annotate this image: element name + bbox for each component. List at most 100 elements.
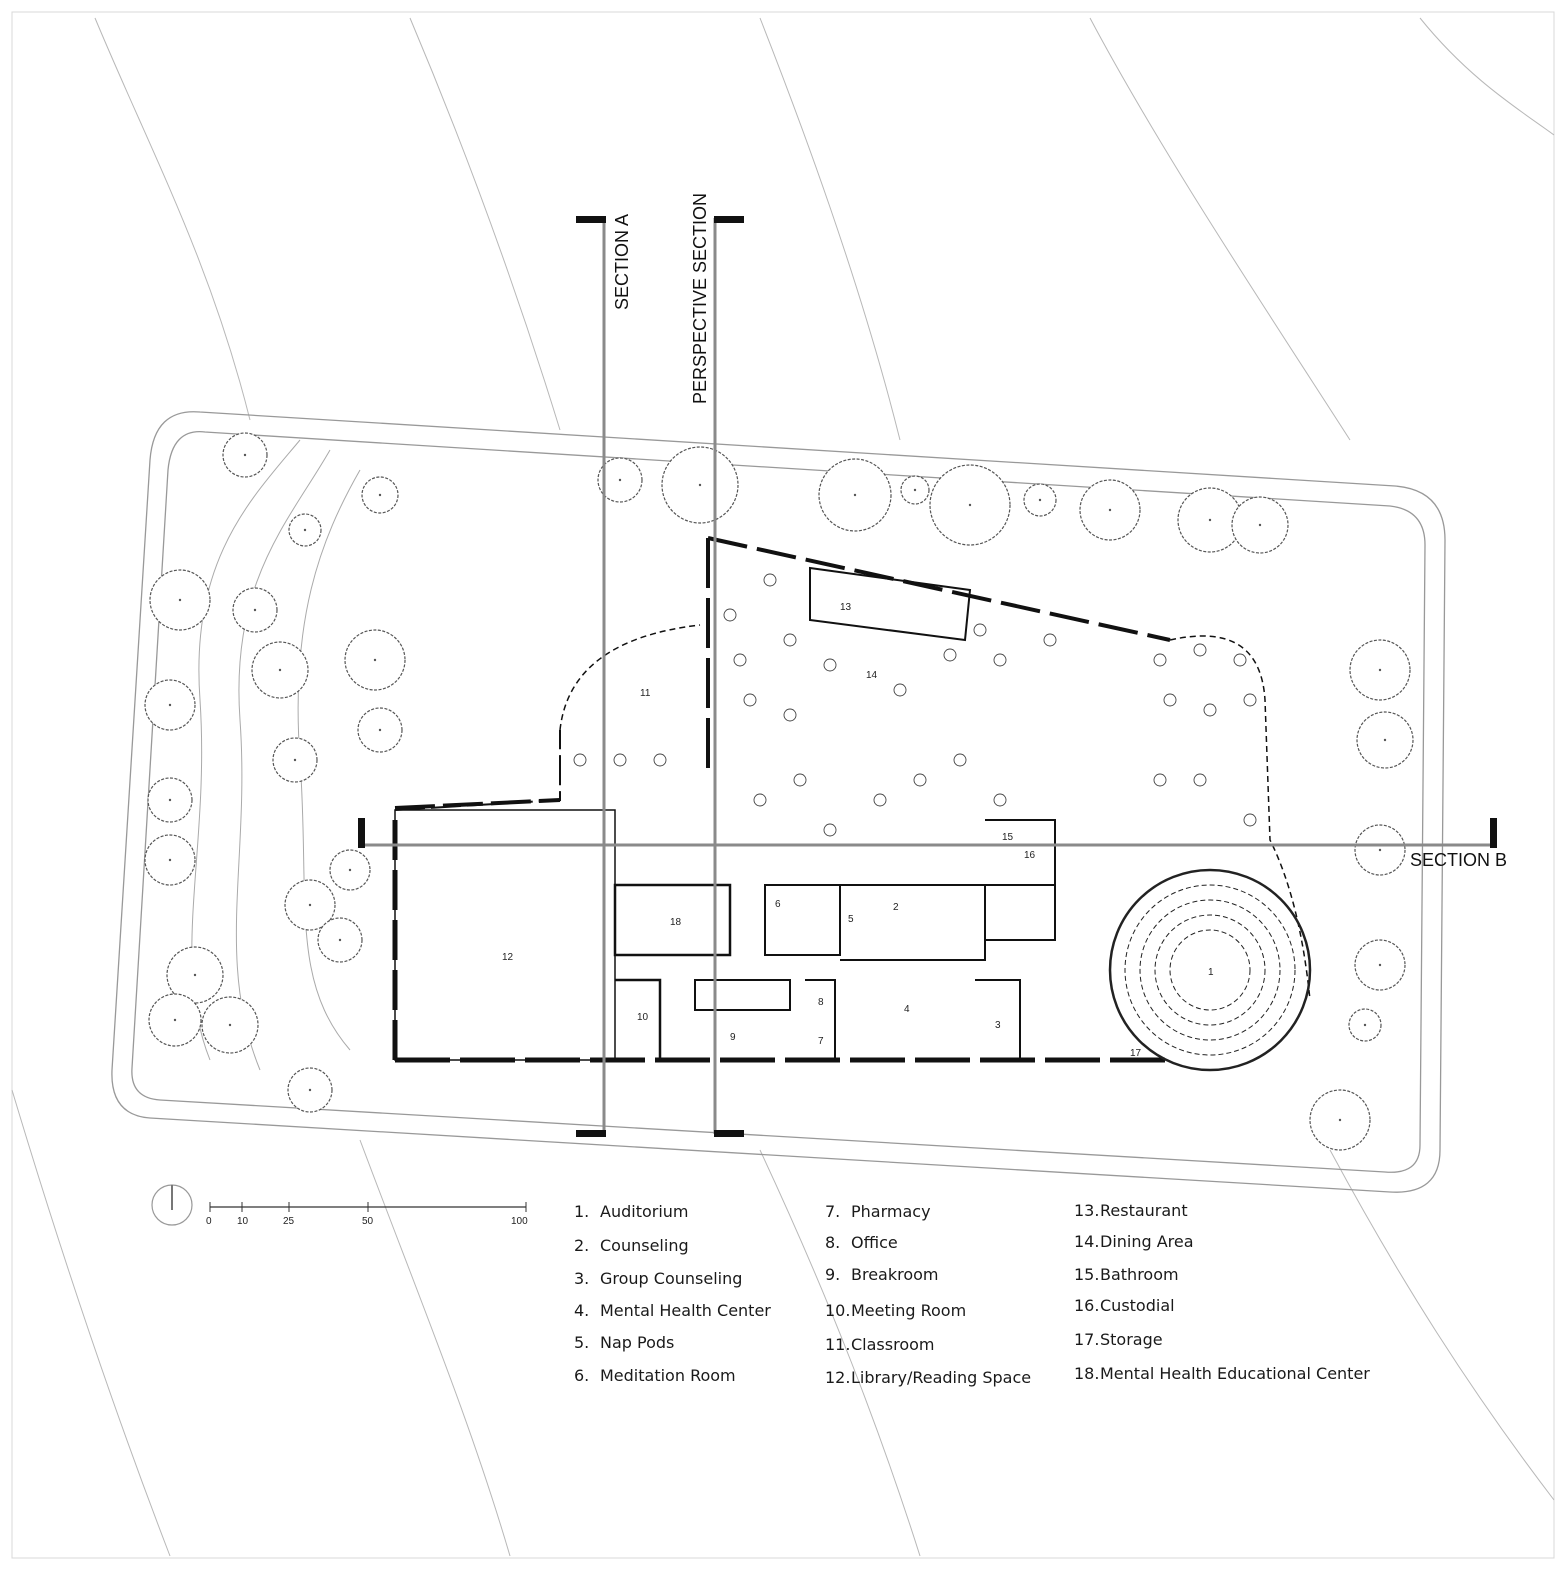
legend-item: 17.Storage	[1074, 1330, 1163, 1349]
legend-item: 13.Restaurant	[1074, 1201, 1188, 1220]
room-15-tag: 15	[1002, 832, 1014, 843]
legend-number: 5.	[574, 1333, 590, 1352]
building-outline	[392, 536, 1311, 1063]
legend-number: 7.	[825, 1202, 841, 1221]
dining-table	[873, 793, 887, 807]
site-boundary	[111, 411, 1446, 1193]
legend-item: 6.Meditation Room	[574, 1366, 736, 1385]
legend-number: 10.	[825, 1301, 851, 1320]
legend-label: Meditation Room	[600, 1366, 736, 1385]
section-b-label: SECTION B	[1410, 850, 1507, 870]
legend-number: 2.	[574, 1236, 590, 1255]
dining-table	[1153, 653, 1167, 667]
dining-table	[973, 623, 987, 637]
legend-number: 12.	[825, 1368, 851, 1387]
dining-table	[943, 648, 957, 662]
dining-table	[1243, 693, 1257, 707]
tree-trunk	[1338, 1118, 1342, 1122]
auditorium-ring	[1154, 914, 1266, 1026]
legend-number: 18.	[1074, 1364, 1100, 1383]
tree-trunk	[193, 973, 197, 977]
legend-label: Custodial	[1100, 1296, 1175, 1315]
legend-number: 13.	[1074, 1201, 1100, 1220]
tree-trunk	[228, 1023, 232, 1027]
scale-bar: 0 10 25 50 100	[206, 1202, 528, 1227]
room-18-tag: 18	[670, 917, 682, 928]
room-17-tag: 17	[1130, 1048, 1142, 1059]
tree-trunk	[373, 658, 377, 662]
legend-item: 8. Office	[825, 1233, 898, 1252]
legend-label: Nap Pods	[600, 1333, 675, 1352]
legend-number: 9.	[825, 1265, 841, 1284]
auditorium	[1108, 868, 1312, 1072]
legend-label: Meeting Room	[851, 1301, 967, 1320]
legend-item: 11.Classroom	[825, 1335, 934, 1354]
section-a-label: SECTION A	[612, 214, 632, 310]
legend-number: 14.	[1074, 1232, 1100, 1251]
legend-label: Bathroom	[1100, 1265, 1179, 1284]
dining-table	[723, 608, 737, 622]
room-7-tag: 7	[818, 1036, 824, 1047]
scale-tick-50: 50	[362, 1216, 374, 1227]
legend-number: 4.	[574, 1301, 590, 1320]
dining-table	[763, 573, 777, 587]
legend-label: Restaurant	[1100, 1201, 1188, 1220]
dining-table	[1163, 693, 1177, 707]
dining-table	[653, 753, 667, 767]
tree-trunk	[173, 1018, 177, 1022]
legend-item: 12.Library/Reading Space	[825, 1368, 1031, 1387]
tree-trunk	[618, 478, 622, 482]
tree-trunk	[1208, 518, 1212, 522]
dining-table	[1193, 773, 1207, 787]
dining-table	[913, 773, 927, 787]
legend-item: 7. Pharmacy	[825, 1202, 931, 1221]
legend-item: 9. Breakroom	[825, 1265, 939, 1284]
room-2-tag: 2	[893, 902, 899, 913]
legend-label: Classroom	[851, 1335, 935, 1354]
legend-number: 16.	[1074, 1296, 1100, 1315]
room-number-tags: 1 2 3 4 5 6 7 8 9 10 11 12 13 14 15 16 1…	[502, 602, 1214, 1059]
legend-number: 3.	[574, 1269, 590, 1288]
tree-trunk	[253, 608, 257, 612]
tree-trunk	[168, 858, 172, 862]
legend-item: 5. Nap Pods	[574, 1333, 674, 1352]
tree-trunk	[378, 728, 382, 732]
section-lines	[358, 216, 1497, 1137]
legend-label: Mental Health Educational Center	[1100, 1364, 1370, 1383]
tree-trunk	[168, 703, 172, 707]
dining-table	[823, 658, 837, 672]
tree-trunk	[308, 1088, 312, 1092]
legend-item: 3.Group Counseling	[574, 1269, 742, 1288]
scale-tick-100: 100	[511, 1216, 528, 1227]
legend-label: Counseling	[600, 1236, 689, 1255]
legend-item: 4.Mental Health Center	[574, 1301, 771, 1320]
auditorium-ring	[1169, 929, 1251, 1011]
tree-trunk	[968, 503, 972, 507]
tree-trunk	[1378, 848, 1382, 852]
legend-label: Breakroom	[851, 1265, 939, 1284]
legend-item: 14.Dining Area	[1074, 1232, 1194, 1251]
room-13-tag: 13	[840, 602, 852, 613]
tree-trunk	[348, 868, 352, 872]
tree-trunk	[1378, 963, 1382, 967]
legend-label: Office	[851, 1233, 898, 1252]
legend-item: 10.Meeting Room	[825, 1301, 966, 1320]
dining-table	[953, 753, 967, 767]
room-6-tag: 6	[775, 899, 781, 910]
dining-table	[733, 653, 747, 667]
contour-lines	[11, 17, 1555, 1557]
dining-table	[793, 773, 807, 787]
tree-trunk	[308, 903, 312, 907]
legend-label: Pharmacy	[851, 1202, 931, 1221]
tree-trunk	[338, 938, 342, 942]
legend-label: Auditorium	[600, 1202, 689, 1221]
room-9-tag: 9	[730, 1032, 736, 1043]
legend-label: Dining Area	[1100, 1232, 1194, 1251]
dining-table	[783, 633, 797, 647]
legend-number: 8.	[825, 1233, 841, 1252]
tree-trunk	[1108, 508, 1112, 512]
tree-canopies	[144, 432, 1414, 1151]
dining-table	[1243, 813, 1257, 827]
dining-table	[573, 753, 587, 767]
room-4-tag: 4	[904, 1004, 910, 1015]
